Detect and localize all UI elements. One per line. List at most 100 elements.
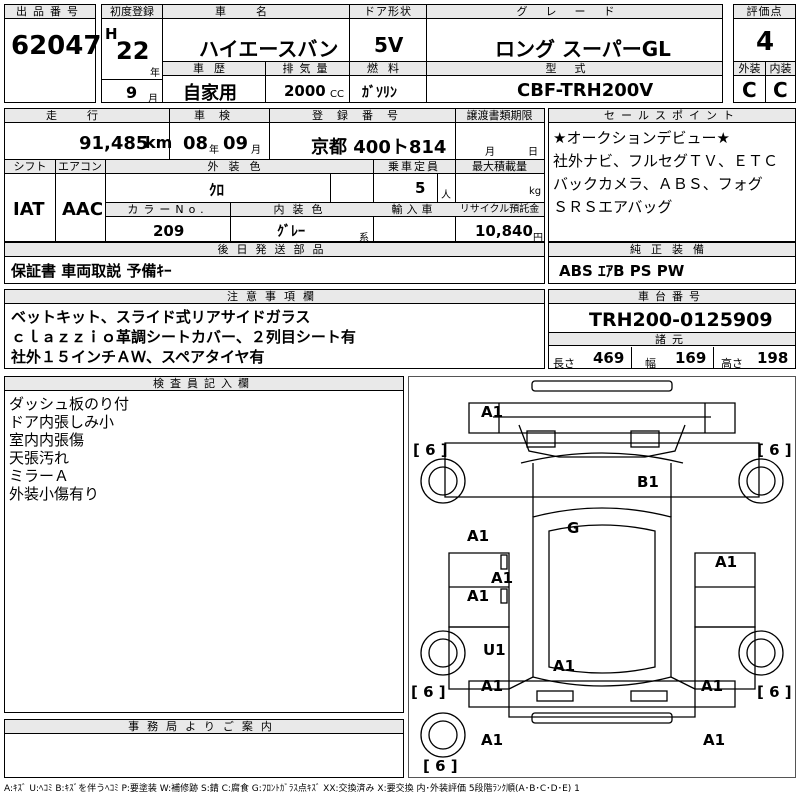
door-box: ドア形状 5V bbox=[349, 4, 427, 62]
inspector-line: ミラーＡ bbox=[9, 467, 70, 485]
inspector-label: 検査員記入欄 bbox=[5, 377, 403, 391]
vehicle-info-panel: 走行 車検 登録番号 譲渡書類期限 91,485 km 08 年 09 月 京都… bbox=[4, 108, 545, 244]
color-number: 209 bbox=[153, 222, 185, 240]
sales-point-box: セールスポイント ★オークションデビュー★ 社外ナビ、フルセグＴＶ、ＥＴＣ バッ… bbox=[548, 108, 796, 242]
interior-label: 内装 bbox=[766, 62, 795, 76]
later-parts-label: 後日発送部品 bbox=[5, 243, 544, 257]
inspection-year-unit: 年 bbox=[209, 145, 219, 156]
damage-mark: B1 bbox=[637, 473, 659, 491]
displacement-box: 排気量 2000 CC bbox=[265, 61, 351, 103]
era: H bbox=[105, 25, 118, 43]
interior-box: 内装 C bbox=[765, 61, 796, 103]
notes-line: 社外１５インチＡＷ、スペアタイヤ有 bbox=[11, 348, 265, 366]
grade-label: グレード bbox=[427, 5, 722, 19]
score-box: 評価点 4 bbox=[733, 4, 796, 62]
office-label: 事務局よりご案内 bbox=[5, 720, 403, 734]
notes-label: 注意事項欄 bbox=[5, 290, 544, 304]
tire-mark: [ 6 ] bbox=[757, 441, 792, 459]
mileage-unit: km bbox=[145, 133, 173, 152]
height: 198 bbox=[757, 349, 789, 367]
transfer-month-unit: 月 bbox=[485, 147, 495, 158]
mileage-label: 走行 bbox=[5, 109, 169, 123]
ext-color-label: 外装色 bbox=[105, 160, 373, 174]
lot-number-label: 出品番号 bbox=[5, 5, 95, 19]
ac: AAC bbox=[62, 199, 104, 220]
month-unit: 月 bbox=[148, 94, 158, 105]
inspector-line: 天張汚れ bbox=[9, 449, 70, 467]
year-unit: 年 bbox=[150, 68, 160, 79]
exterior-color: ｸﾛ bbox=[209, 181, 225, 199]
inspector-line: ダッシュ板のり付 bbox=[9, 395, 130, 413]
width-label: 幅 bbox=[645, 357, 656, 370]
tire-mark: [ 6 ] bbox=[423, 757, 458, 775]
inspection-month-unit: 月 bbox=[251, 145, 261, 156]
car-name: ハイエースバン bbox=[199, 37, 339, 61]
height-label: 高さ bbox=[721, 357, 743, 370]
model-box: 型式 CBF-TRH200V bbox=[426, 61, 723, 103]
inspector-line: ドア内張しみ小 bbox=[9, 413, 115, 431]
width: 169 bbox=[675, 349, 707, 367]
max-load-unit: kg bbox=[529, 186, 542, 197]
registration-year: 22 bbox=[116, 37, 150, 65]
legend: A:ｷｽﾞ U:ﾍｺﾐ B:ｷｽﾞを伴うﾍｺﾐ P:要塗装 W:補修跡 S:錆 … bbox=[4, 784, 580, 794]
displacement-unit: CC bbox=[330, 89, 344, 100]
car-outline-diagram bbox=[420, 380, 784, 758]
import-label: 輸入車 bbox=[373, 203, 455, 217]
max-load-label: 最大積載量 bbox=[455, 160, 544, 174]
damage-mark: A1 bbox=[715, 553, 738, 571]
chassis-number: TRH200-0125909 bbox=[589, 309, 773, 331]
fuel-label: 燃料 bbox=[350, 62, 426, 76]
interior-color-unit: 系 bbox=[359, 233, 369, 244]
notes-line: ｃｌａｚｚｉｏ革調シートカバー、２列目シート有 bbox=[11, 328, 356, 346]
shift: IAT bbox=[13, 199, 45, 220]
inspector-line: 外装小傷有り bbox=[9, 485, 100, 503]
genuine-equipment-box: 純正装備 ABS ｴｱB PS PW bbox=[548, 242, 796, 284]
office-box: 事務局よりご案内 bbox=[4, 719, 404, 778]
history-label: 車歴 bbox=[163, 62, 265, 76]
recycle-unit: 円 bbox=[533, 233, 543, 244]
damage-mark: A1 bbox=[481, 677, 504, 695]
door-label: ドア形状 bbox=[350, 5, 426, 19]
sales-point-line: ★オークションデビュー★ bbox=[553, 129, 730, 147]
chassis-box: 車台番号 TRH200-0125909 諸元 長さ 469 幅 169 高さ 1… bbox=[548, 289, 796, 370]
capacity-label: 乗車定員 bbox=[373, 160, 455, 174]
score-label: 評価点 bbox=[734, 5, 795, 19]
damage-diagram: [ 6 ] [ 6 ] [ 6 ] [ 6 ] [ 6 ] A1 B1 G A1… bbox=[408, 376, 796, 778]
damage-mark: A1 bbox=[481, 403, 504, 421]
ac-label: エアコン bbox=[55, 160, 105, 174]
car-name-label: 車名 bbox=[163, 5, 349, 19]
displacement: 2000 bbox=[284, 82, 326, 100]
length-label: 長さ bbox=[553, 357, 575, 370]
sales-point-label: セールスポイント bbox=[549, 109, 795, 123]
inspection-year: 08 bbox=[183, 133, 209, 154]
exterior-label: 外装 bbox=[734, 62, 765, 76]
score: 4 bbox=[756, 27, 775, 57]
history-box: 車歴 自家用 bbox=[162, 61, 266, 104]
inspection-label: 車検 bbox=[169, 109, 269, 123]
transfer-day-unit: 日 bbox=[528, 147, 538, 158]
inspector-box: 検査員記入欄 ダッシュ板のり付 ドア内張しみ小 室内内張傷 天張汚れ ミラーＡ … bbox=[4, 376, 404, 713]
dims-label: 諸元 bbox=[549, 332, 795, 346]
later-parts-box: 後日発送部品 保証書 車両取説 予備ｷｰ bbox=[4, 242, 545, 284]
later-parts: 保証書 車両取説 予備ｷｰ bbox=[11, 262, 172, 280]
shift-label: シフト bbox=[5, 160, 55, 174]
damage-mark: A1 bbox=[703, 731, 726, 749]
first-registration-label: 初度登録 bbox=[102, 5, 162, 19]
exterior-box: 外装 C bbox=[733, 61, 766, 103]
model-label: 型式 bbox=[427, 62, 722, 76]
fuel: ｶﾞｿﾘﾝ bbox=[362, 85, 397, 101]
interior-color: ｸﾞﾚｰ bbox=[277, 224, 305, 240]
chassis-label: 車台番号 bbox=[549, 290, 795, 304]
color-no-label: カラーNo. bbox=[106, 203, 230, 217]
inspection-month: 09 bbox=[223, 133, 249, 154]
registration-number: 京都 400ト814 bbox=[311, 137, 447, 158]
length: 469 bbox=[593, 349, 625, 367]
damage-mark: A1 bbox=[481, 731, 504, 749]
damage-mark: A1 bbox=[701, 677, 724, 695]
tire-mark: [ 6 ] bbox=[757, 683, 792, 701]
damage-mark: A1 bbox=[467, 587, 490, 605]
damage-mark: A1 bbox=[553, 657, 576, 675]
exterior-grade: C bbox=[742, 78, 757, 102]
notes-line: ベットキット、スライド式リアサイドガラス bbox=[11, 308, 311, 326]
damage-mark: G bbox=[567, 519, 580, 537]
